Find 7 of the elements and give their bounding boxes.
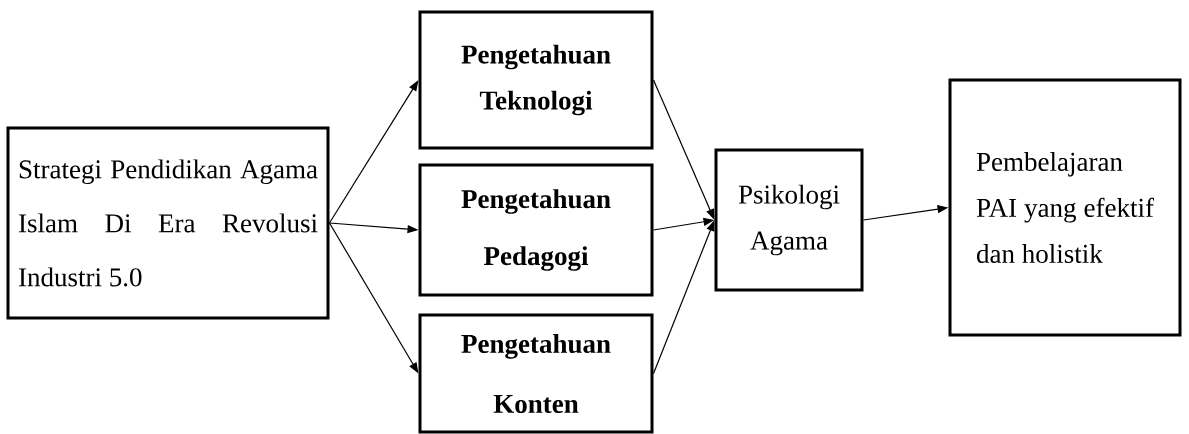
arrow xyxy=(328,80,419,224)
process-box: Psikologi Agama xyxy=(714,148,864,292)
process-box: Pengetahuan Pedagogi xyxy=(418,163,654,297)
process-box: Pembelajaran PAI yang efektif dan holistik xyxy=(948,78,1182,337)
process-box: Strategi Pendidikan Agama Islam Di Era Revolusi Industri 5.0 xyxy=(6,126,330,320)
process-box: Pengetahuan Konten xyxy=(418,313,654,434)
process-box: Pengetahuan Teknologi xyxy=(418,10,654,150)
